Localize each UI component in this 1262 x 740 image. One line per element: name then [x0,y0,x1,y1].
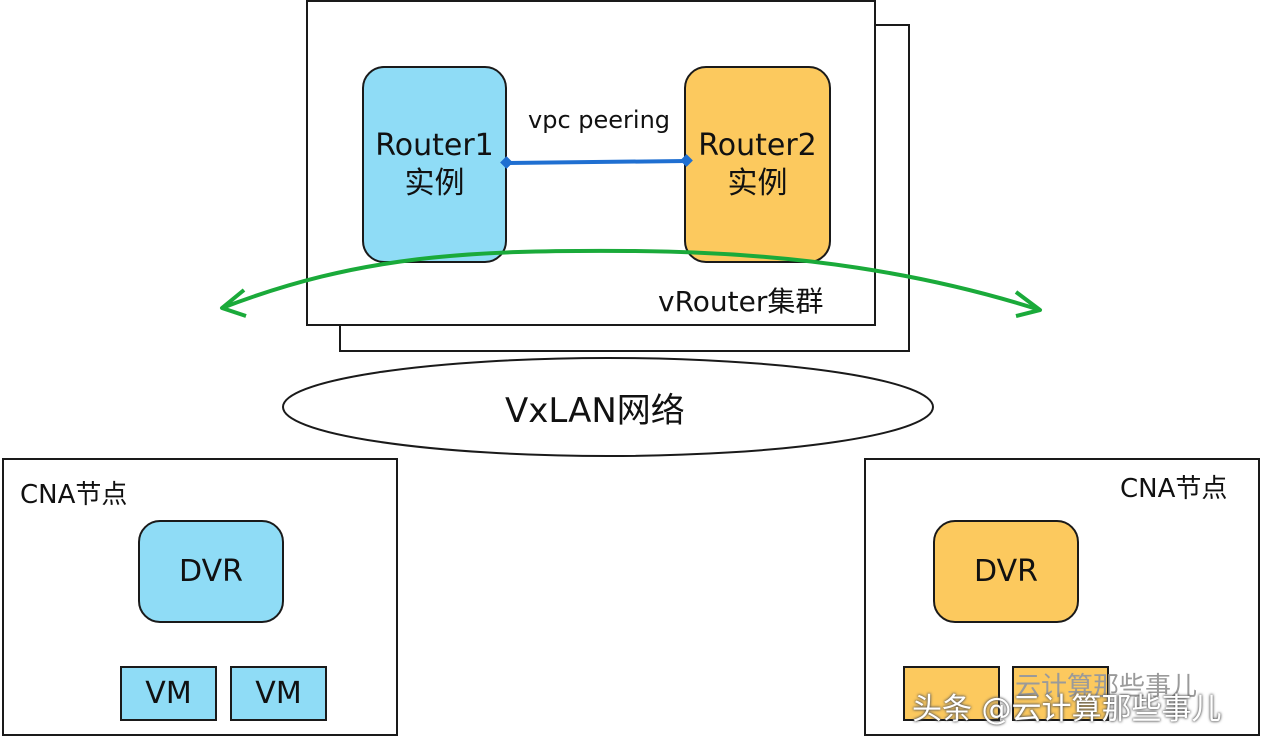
vxlan-arc-arrow-right [1014,290,1042,318]
peering-endpoint-left [500,156,513,169]
router1-type: 实例 [404,165,465,201]
vxlan-arc [221,248,1041,312]
cna-node-right-title: CNA节点 [1120,474,1228,504]
vpc-peering-label: vpc peering [528,106,671,134]
peering-endpoint-right [680,154,693,167]
vxlan-arc-arrow-left [220,288,247,318]
vm-left-2-label: VM [255,676,302,711]
dvr-left-label: DVR [179,553,243,589]
cna-node-left-title: CNA节点 [20,480,128,510]
vm-right-1 [903,666,1000,721]
watermark-faint-text: 云计算那些事儿 [1015,672,1198,702]
dvr-right: DVR [933,520,1079,623]
dvr-left: DVR [138,520,284,623]
dvr-right-label: DVR [974,553,1038,589]
vxlan-ellipse [282,357,934,457]
router1-name: Router1 [375,128,494,163]
router1-instance: Router1 实例 [362,66,507,263]
vxlan-network-label: VxLAN网络 [505,391,685,431]
vrouter-cluster-label: vRouter集群 [658,285,824,318]
vm-left-2: VM [230,666,327,721]
vm-right-2 [1012,666,1109,721]
vm-left-1-label: VM [145,676,192,711]
vpc-peering-link [506,159,687,165]
router2-instance: Router2 实例 [684,66,831,263]
vm-left-1: VM [120,666,217,721]
router2-name: Router2 [698,128,817,163]
router2-type: 实例 [727,165,788,201]
watermark-text: 头条 @云计算那些事儿 [912,692,1222,727]
